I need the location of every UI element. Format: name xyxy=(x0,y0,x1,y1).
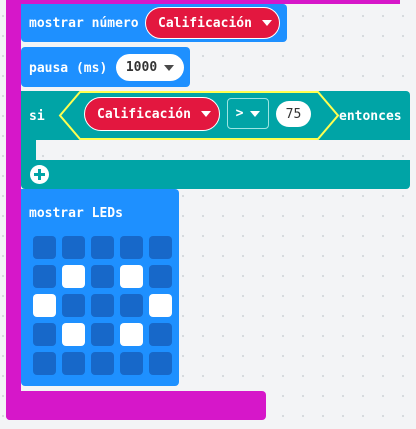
comparison-value: 75 xyxy=(285,106,302,122)
led-cell[interactable] xyxy=(149,265,172,288)
led-cell[interactable] xyxy=(33,352,56,375)
led-cell[interactable] xyxy=(120,236,143,259)
led-cell[interactable] xyxy=(33,294,56,317)
variable-name: Calificación xyxy=(97,106,191,122)
comparison-operator-dropdown[interactable]: > xyxy=(227,98,269,129)
show-leds-block[interactable]: mostrar LEDs xyxy=(21,189,179,386)
led-cell[interactable] xyxy=(120,294,143,317)
led-cell[interactable] xyxy=(33,323,56,346)
led-cell[interactable] xyxy=(149,294,172,317)
if-block-footer[interactable] xyxy=(21,160,410,189)
led-grid xyxy=(33,236,176,379)
led-cell[interactable] xyxy=(91,323,114,346)
led-cell[interactable] xyxy=(62,323,85,346)
chevron-down-icon xyxy=(261,20,272,26)
led-cell[interactable] xyxy=(120,265,143,288)
led-cell[interactable] xyxy=(120,323,143,346)
pause-block[interactable]: pausa (ms) 1000 xyxy=(21,47,190,87)
chevron-down-icon xyxy=(250,110,261,117)
if-keyword: si xyxy=(29,109,45,124)
led-cell[interactable] xyxy=(91,294,114,317)
show-number-label: mostrar número xyxy=(29,16,139,31)
led-cell[interactable] xyxy=(149,323,172,346)
led-cell[interactable] xyxy=(91,265,114,288)
led-cell[interactable] xyxy=(149,236,172,259)
led-cell[interactable] xyxy=(62,236,85,259)
operator-symbol: > xyxy=(235,106,244,121)
pause-label: pausa (ms) xyxy=(29,61,108,76)
loop-block-top xyxy=(6,0,400,4)
show-leds-label: mostrar LEDs xyxy=(29,206,123,221)
led-cell[interactable] xyxy=(62,352,85,375)
add-branch-button[interactable] xyxy=(30,165,49,184)
loop-block-arm[interactable] xyxy=(6,0,21,420)
comparison-value-input[interactable]: 75 xyxy=(276,101,311,127)
loop-block-footer[interactable] xyxy=(6,391,266,420)
led-cell[interactable] xyxy=(33,236,56,259)
led-cell[interactable] xyxy=(120,352,143,375)
then-keyword: entonces xyxy=(339,109,402,124)
pause-duration-dropdown[interactable]: 1000 xyxy=(116,54,184,81)
chevron-down-icon xyxy=(164,64,175,71)
led-cell[interactable] xyxy=(91,236,114,259)
variable-name: Calificación xyxy=(158,15,252,31)
chevron-down-icon xyxy=(200,111,211,117)
statement-notch xyxy=(36,140,72,152)
plus-icon xyxy=(34,169,45,180)
led-cell[interactable] xyxy=(62,265,85,288)
led-cell[interactable] xyxy=(33,265,56,288)
if-block-mouth-arm xyxy=(21,140,36,160)
led-cell[interactable] xyxy=(91,352,114,375)
show-number-variable-dropdown[interactable]: Calificación xyxy=(145,7,280,39)
led-cell[interactable] xyxy=(62,294,85,317)
condition-variable-dropdown[interactable]: Calificación xyxy=(84,97,220,131)
led-cell[interactable] xyxy=(149,352,172,375)
pause-value: 1000 xyxy=(125,60,158,75)
show-number-block[interactable]: mostrar número Calificación xyxy=(21,4,287,42)
